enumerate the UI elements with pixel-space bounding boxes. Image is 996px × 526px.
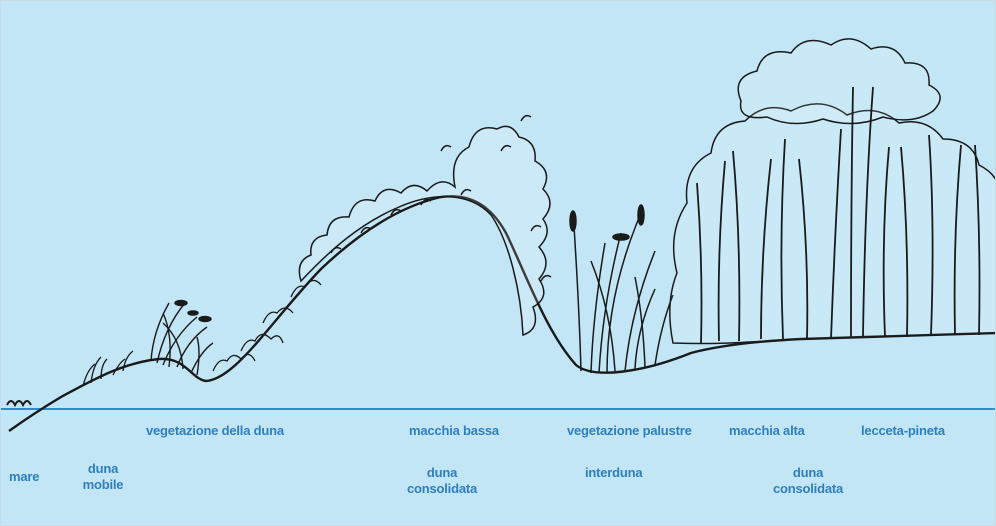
label-duna-consolidata-2-line2: consolidata <box>765 481 851 497</box>
label-duna-consolidata-line2: consolidata <box>399 481 485 497</box>
label-macchia-alta: macchia alta <box>729 423 805 439</box>
sea-waves <box>7 401 31 405</box>
label-interduna: interduna <box>585 465 642 481</box>
label-lecceta-pineta: lecceta-pineta <box>861 423 945 439</box>
label-duna-mobile: duna mobile <box>75 461 131 493</box>
low-maquis <box>299 116 551 335</box>
label-duna-consolidata-2: duna consolidata <box>765 465 851 497</box>
label-duna-mobile-line1: duna <box>75 461 131 477</box>
label-vegetazione-duna: vegetazione della duna <box>146 423 284 439</box>
label-duna-consolidata: duna consolidata <box>399 465 485 497</box>
low-shrubs <box>213 280 321 371</box>
label-macchia-bassa: macchia bassa <box>409 423 499 439</box>
label-duna-mobile-line2: mobile <box>75 477 131 493</box>
label-mare: mare <box>9 469 39 485</box>
label-vegetazione-palustre: vegetazione palustre <box>567 423 692 439</box>
label-duna-consolidata-2-line1: duna <box>765 465 851 481</box>
label-duna-consolidata-line1: duna <box>399 465 485 481</box>
dune-grasses <box>151 301 213 376</box>
wetland-reeds <box>570 205 673 373</box>
